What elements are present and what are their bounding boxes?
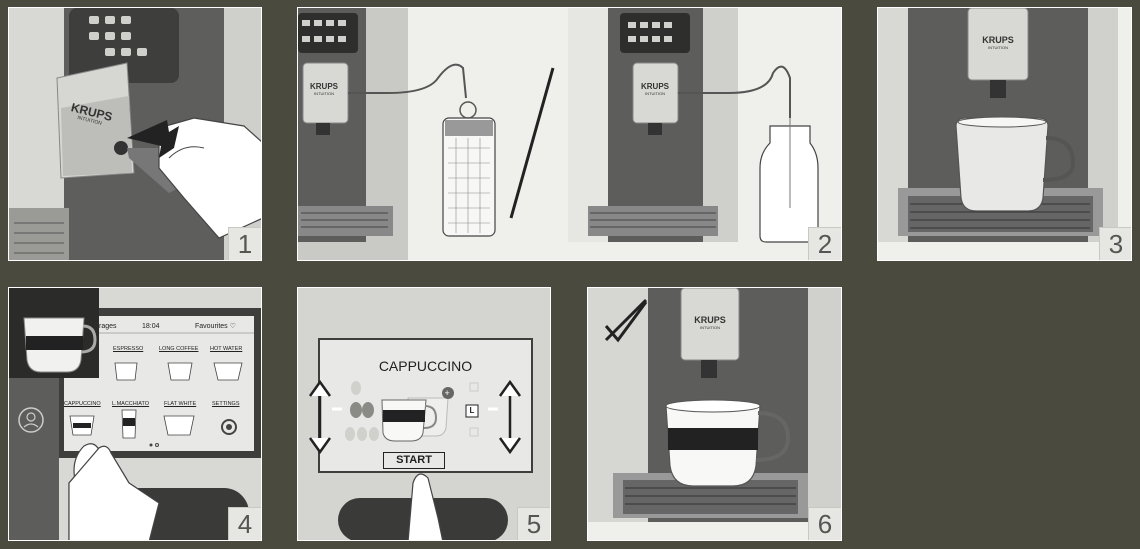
- brand-name: KRUPS: [694, 315, 726, 325]
- brand-sub: INTUITION: [988, 45, 1008, 50]
- step-number-3: 3: [1099, 227, 1131, 260]
- step-5-illustration: +: [298, 288, 550, 540]
- step-number-4: 4: [228, 507, 261, 540]
- drink-settings[interactable]: SETTINGS: [212, 401, 240, 407]
- start-button[interactable]: START: [383, 452, 445, 469]
- step-5-panel: + CAPPUCCINO L START 5: [297, 287, 551, 541]
- step-2-illustration: [298, 8, 841, 260]
- krups-logo-6: KRUPS INTUITION: [685, 315, 735, 331]
- step-number-6: 6: [808, 507, 841, 540]
- step-2-panel: KRUPS INTUITION KRUPS INTUITION 2: [297, 7, 842, 261]
- screen5-title: CAPPUCCINO: [378, 358, 473, 374]
- step-3-illustration: [878, 8, 1131, 260]
- krups-logo-3: KRUPS INTUITION: [973, 35, 1023, 51]
- step-4-illustration: [9, 288, 261, 540]
- step-number-2: 2: [808, 227, 841, 260]
- brand-name: KRUPS: [982, 35, 1014, 45]
- screen4-header-left: rages: [99, 323, 117, 330]
- svg-text:+: +: [445, 388, 450, 398]
- krups-logo-2b: KRUPS INTUITION: [635, 82, 675, 97]
- screen5-size-label[interactable]: L: [469, 406, 475, 415]
- step-1-panel: KRUPS INTUITION 1: [8, 7, 262, 261]
- step-6-illustration: [588, 288, 841, 540]
- drink-l-macchiato[interactable]: L.MACCHIATO: [112, 401, 150, 407]
- drink-long-coffee[interactable]: LONG COFFEE: [159, 346, 199, 352]
- drink-hot-water[interactable]: HOT WATER: [210, 346, 243, 352]
- screen4-time: 18:04: [142, 323, 160, 330]
- step-6-panel: KRUPS INTUITION 6: [587, 287, 842, 541]
- step-1-illustration: [9, 8, 261, 260]
- krups-logo-2a: KRUPS INTUITION: [304, 82, 344, 97]
- drink-cappuccino[interactable]: CAPPUCCINO: [64, 401, 101, 407]
- screen4-favourites[interactable]: Favourites ♡: [195, 322, 236, 330]
- drink-espresso[interactable]: ESPRESSO: [113, 346, 144, 352]
- brand-name: KRUPS: [640, 82, 669, 91]
- favourites-label: Favourites: [195, 323, 228, 330]
- brand-sub: INTUITION: [700, 325, 720, 330]
- step-3-panel: KRUPS INTUITION 3: [877, 7, 1132, 261]
- step-number-5: 5: [517, 507, 550, 540]
- step-4-panel: rages 18:04 Favourites ♡ ESPRESSO LONG C…: [8, 287, 262, 541]
- heart-icon: ♡: [229, 323, 236, 330]
- step-number-1: 1: [228, 227, 261, 260]
- brand-sub: INTUITION: [314, 91, 334, 96]
- brand-sub: INTUITION: [645, 91, 665, 96]
- brand-name: KRUPS: [309, 82, 338, 91]
- drink-flat-white[interactable]: FLAT WHITE: [164, 401, 197, 407]
